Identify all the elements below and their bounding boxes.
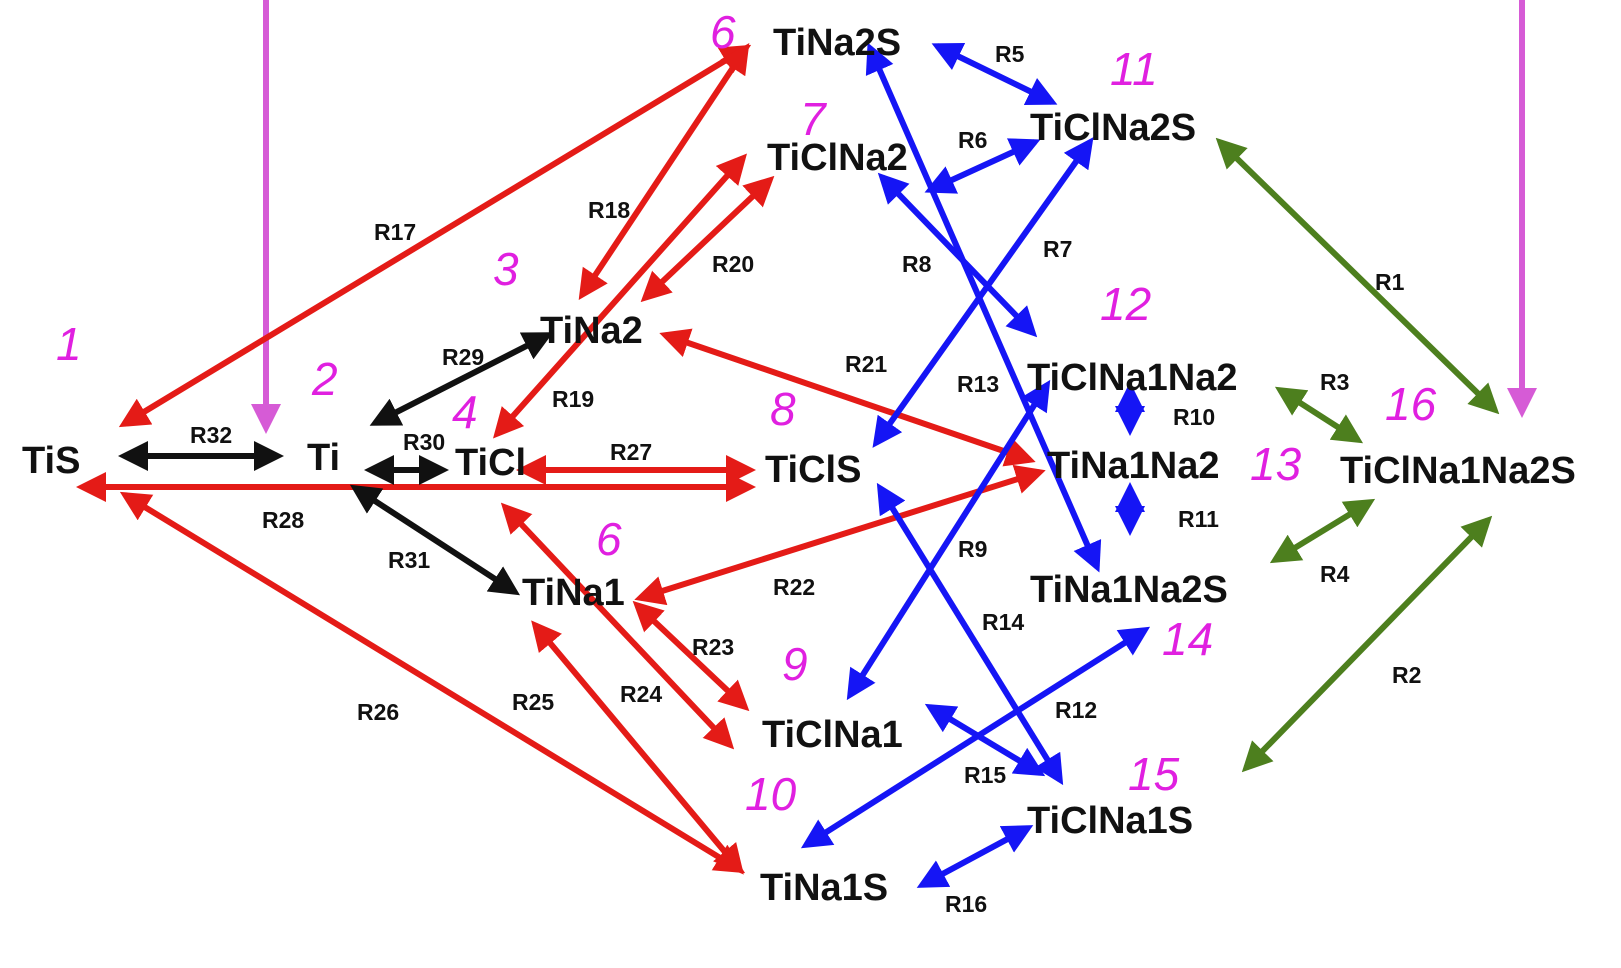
species-tina1na2s: TiNa1Na2S bbox=[1030, 569, 1228, 611]
label-r4: R4 bbox=[1320, 561, 1350, 587]
species-ticl: TiCl bbox=[455, 442, 526, 484]
label-r29: R29 bbox=[442, 344, 484, 370]
label-r12: R12 bbox=[1055, 697, 1097, 723]
species-tina2: TiNa2 bbox=[540, 310, 643, 352]
arrow-r17 bbox=[118, 44, 752, 428]
annotation-2: 2 bbox=[311, 353, 338, 405]
species-ticlna1na2: TiClNa1Na2 bbox=[1027, 357, 1238, 399]
label-r24: R24 bbox=[620, 681, 662, 707]
species-ticlna1na2s: TiClNa1Na2S bbox=[1340, 450, 1576, 492]
species-tina1: TiNa1 bbox=[522, 572, 625, 614]
species-tina2s: TiNa2S bbox=[773, 22, 901, 64]
arrow-r13 bbox=[865, 42, 1102, 573]
label-r32: R32 bbox=[190, 422, 232, 448]
annotation-15: 15 bbox=[1128, 748, 1180, 800]
label-r13: R13 bbox=[957, 371, 999, 397]
label-r22: R22 bbox=[773, 574, 815, 600]
label-r11: R11 bbox=[1178, 506, 1219, 532]
annotation-4: 4 bbox=[452, 386, 478, 438]
species-labels: TiS Ti TiCl TiNa2 TiNa1 TiNa2S TiClNa2 T… bbox=[22, 22, 1576, 909]
annotation-6-top: 6 bbox=[710, 6, 736, 58]
reaction-labels: R1 R2 R3 R4 R5 R6 R7 R8 R9 R10 R11 R12 R… bbox=[190, 41, 1421, 917]
annotation-7: 7 bbox=[800, 93, 827, 145]
annotation-6-lower: 6 bbox=[596, 513, 622, 565]
blue-reaction-arrows bbox=[800, 42, 1151, 888]
label-r3: R3 bbox=[1320, 369, 1349, 395]
arrow-r26 bbox=[119, 491, 746, 874]
label-r23: R23 bbox=[692, 634, 734, 660]
label-r5: R5 bbox=[995, 41, 1025, 67]
label-r9: R9 bbox=[958, 536, 987, 562]
annotation-16: 16 bbox=[1385, 378, 1437, 430]
arrow-r3 bbox=[1274, 386, 1364, 444]
annotation-10: 10 bbox=[745, 768, 797, 820]
label-r6: R6 bbox=[958, 127, 987, 153]
annotation-9: 9 bbox=[782, 638, 808, 690]
annotation-13: 13 bbox=[1250, 438, 1302, 490]
annotation-1: 1 bbox=[56, 318, 82, 370]
annotation-3: 3 bbox=[493, 243, 519, 295]
label-r15: R15 bbox=[964, 762, 1006, 788]
label-r2: R2 bbox=[1392, 662, 1421, 688]
arrow-r14 bbox=[876, 482, 1064, 786]
label-r20: R20 bbox=[712, 251, 754, 277]
handwritten-annotations: 1 2 3 4 6 6 7 8 9 10 11 12 13 14 15 16 bbox=[56, 6, 1437, 820]
species-ticlna1s: TiClNa1S bbox=[1027, 800, 1193, 842]
annotation-11: 11 bbox=[1110, 43, 1158, 95]
arrow-r20 bbox=[640, 175, 775, 303]
species-tis: TiS bbox=[22, 440, 80, 482]
label-r25: R25 bbox=[512, 689, 554, 715]
label-r31: R31 bbox=[388, 547, 430, 573]
species-tina1s: TiNa1S bbox=[760, 867, 888, 909]
label-r1: R1 bbox=[1375, 269, 1405, 295]
species-ti: Ti bbox=[307, 437, 340, 479]
arrow-r15 bbox=[924, 703, 1046, 777]
label-r27: R27 bbox=[610, 439, 652, 465]
annotation-14: 14 bbox=[1162, 613, 1213, 665]
label-r28: R28 bbox=[262, 507, 304, 533]
species-ticlna2s: TiClNa2S bbox=[1030, 107, 1196, 149]
label-r21: R21 bbox=[845, 351, 887, 377]
label-r26: R26 bbox=[357, 699, 399, 725]
label-r10: R10 bbox=[1173, 404, 1215, 430]
arrow-r31 bbox=[349, 484, 521, 596]
arrow-r29 bbox=[369, 332, 554, 426]
label-r14: R14 bbox=[982, 609, 1024, 635]
annotation-12: 12 bbox=[1100, 278, 1151, 330]
label-r17: R17 bbox=[374, 219, 416, 245]
green-reaction-arrows bbox=[1215, 137, 1500, 773]
species-ticlna2: TiClNa2 bbox=[767, 137, 908, 179]
label-r19: R19 bbox=[552, 386, 594, 412]
arrow-r2 bbox=[1241, 515, 1493, 773]
label-r18: R18 bbox=[588, 197, 630, 223]
label-r16: R16 bbox=[945, 891, 987, 917]
label-r8: R8 bbox=[902, 251, 932, 277]
label-r7: R7 bbox=[1043, 236, 1072, 262]
arrow-r16 bbox=[916, 825, 1034, 888]
label-r30: R30 bbox=[403, 429, 445, 455]
species-ticlna1: TiClNa1 bbox=[762, 714, 903, 756]
arrow-r1 bbox=[1215, 137, 1500, 415]
species-ticls: TiClS bbox=[765, 449, 861, 491]
arrow-r4 bbox=[1269, 498, 1376, 564]
black-reaction-arrows bbox=[118, 332, 554, 596]
annotation-8: 8 bbox=[770, 383, 796, 435]
species-tina1na2: TiNa1Na2 bbox=[1047, 445, 1220, 487]
arrow-r25 bbox=[531, 620, 744, 875]
